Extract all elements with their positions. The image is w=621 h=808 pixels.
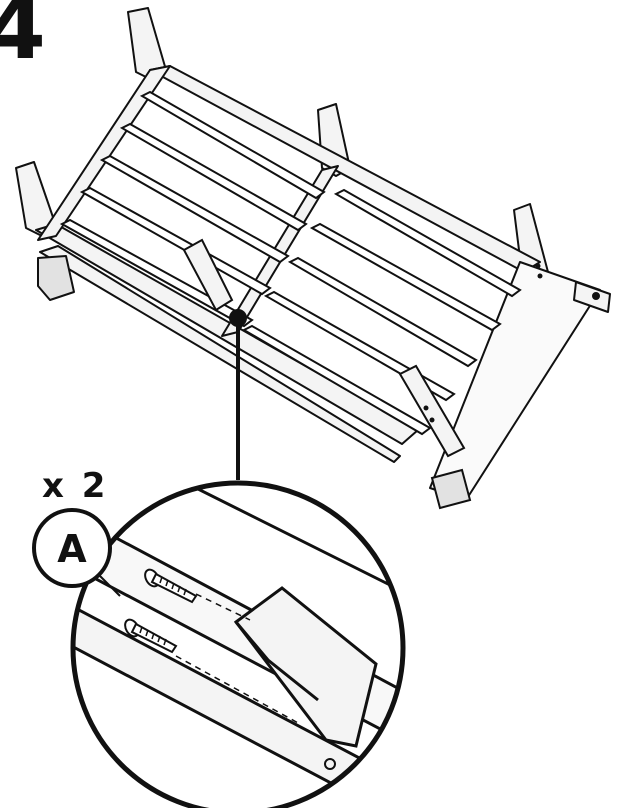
part-label: A (57, 527, 87, 571)
detail-magnifier (73, 483, 403, 808)
leg-middle-lower (182, 238, 234, 312)
rail-left-end (37, 65, 171, 241)
screw-icon (124, 618, 178, 654)
step-number: 4 (0, 0, 46, 79)
screw-icon (144, 568, 198, 604)
leg-right-lower (398, 364, 466, 458)
quantity-label: x 2 (42, 466, 109, 506)
part-label-circle (32, 508, 112, 588)
